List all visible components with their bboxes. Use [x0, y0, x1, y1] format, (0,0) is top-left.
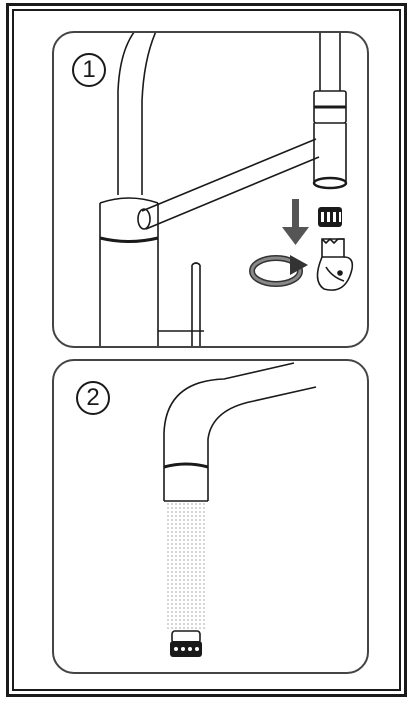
step-1-illustration [99, 33, 354, 346]
step-number-badge: 1 [72, 53, 106, 87]
step-1-panel: 1 [52, 31, 369, 348]
faucet-icon [163, 362, 317, 502]
inner-frame [12, 9, 401, 691]
wrench-key-icon [316, 237, 354, 291]
aerator-icon [318, 207, 342, 227]
step-2-illustration [163, 362, 317, 657]
down-arrow-icon [282, 199, 309, 245]
rotate-arrow-icon [249, 255, 308, 287]
aerator-icon [170, 630, 202, 657]
step-number: 2 [86, 384, 100, 411]
step-2-panel: 2 [52, 359, 369, 674]
outer-frame [6, 3, 407, 697]
water-stream-icon [167, 503, 205, 629]
faucet-icon [99, 33, 348, 346]
step-number: 1 [82, 56, 96, 83]
step-number-badge: 2 [76, 381, 110, 415]
